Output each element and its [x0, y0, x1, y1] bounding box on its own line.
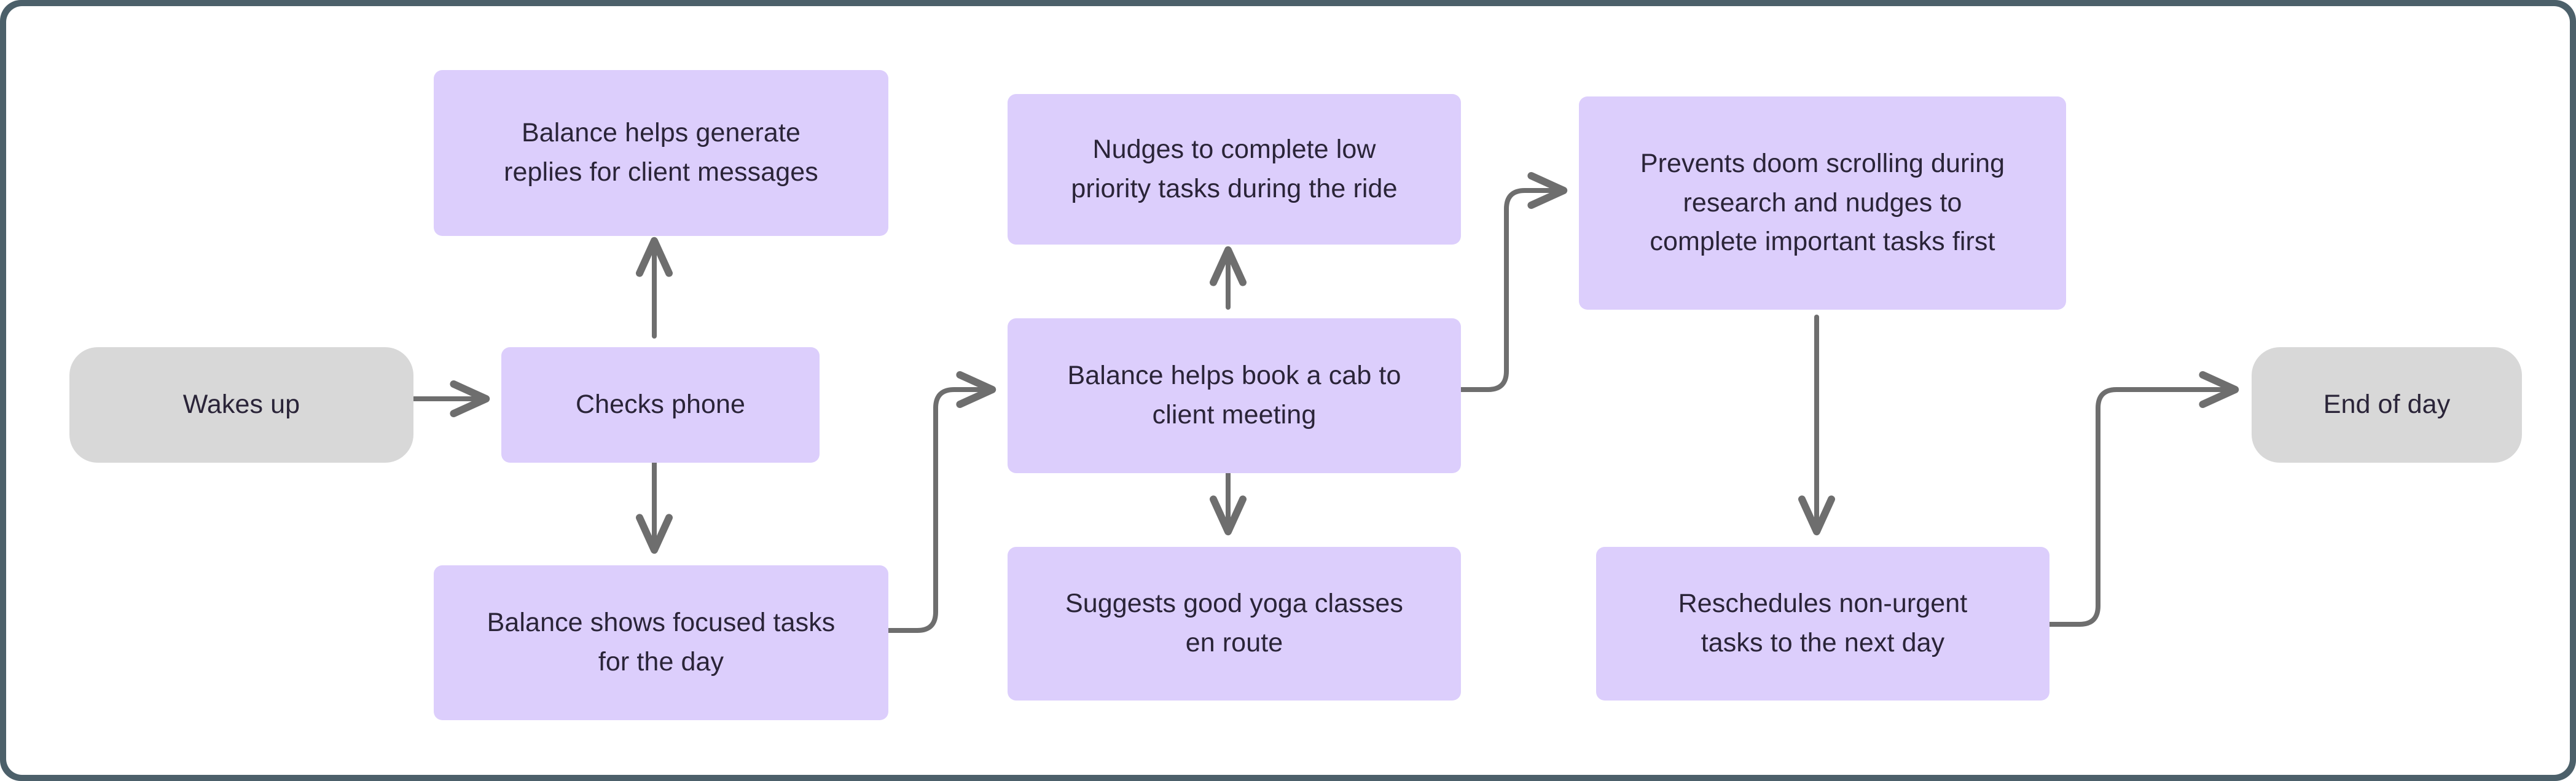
node-wakes-up[interactable]: Wakes up	[69, 347, 413, 463]
flow-connectors-layer	[406, 172, 2239, 633]
edge-book-cab-to-prevents-doom-scrolling	[1454, 172, 1568, 392]
node-label-book-cab: Balance helps book a cab to client meeti…	[1067, 361, 1401, 430]
node-prevents-doom-scrolling[interactable]: Prevents doom scrolling during research …	[1579, 96, 2066, 310]
node-book-cab[interactable]: Balance helps book a cab to client meeti…	[1008, 318, 1461, 473]
node-label-end-of-day: End of day	[2323, 390, 2451, 420]
node-reschedules-tasks[interactable]: Reschedules non-urgent tasks to the next…	[1596, 547, 2049, 701]
node-label-wakes-up: Wakes up	[182, 390, 300, 420]
edge-focused-tasks-to-book-cab	[881, 371, 996, 633]
node-checks-phone[interactable]: Checks phone	[501, 347, 820, 463]
node-label-focused-tasks: Balance shows focused tasks for the day	[487, 608, 836, 677]
diagram-canvas[interactable]: Wakes up Checks phone Balance helps gene…	[6, 6, 2570, 775]
node-yoga-classes[interactable]: Suggests good yoga classes en route	[1008, 547, 1461, 701]
node-focused-tasks[interactable]: Balance shows focused tasks for the day	[434, 565, 888, 720]
node-label-yoga-classes: Suggests good yoga classes en route	[1065, 589, 1403, 657]
node-label-nudges-low-priority: Nudges to complete low priority tasks du…	[1071, 134, 1398, 203]
node-label-prevents-doom-scrolling: Prevents doom scrolling during research …	[1640, 149, 2005, 257]
edge-reschedules-to-end-of-day	[2042, 371, 2239, 627]
node-end-of-day[interactable]: End of day	[2252, 347, 2522, 463]
node-label-checks-phone: Checks phone	[575, 390, 746, 420]
node-label-reschedules-tasks: Reschedules non-urgent tasks to the next…	[1678, 589, 1968, 657]
node-nudges-low-priority[interactable]: Nudges to complete low priority tasks du…	[1008, 94, 1461, 245]
node-label-generate-replies: Balance helps generate replies for clien…	[504, 118, 818, 187]
node-generate-replies[interactable]: Balance helps generate replies for clien…	[434, 70, 888, 236]
